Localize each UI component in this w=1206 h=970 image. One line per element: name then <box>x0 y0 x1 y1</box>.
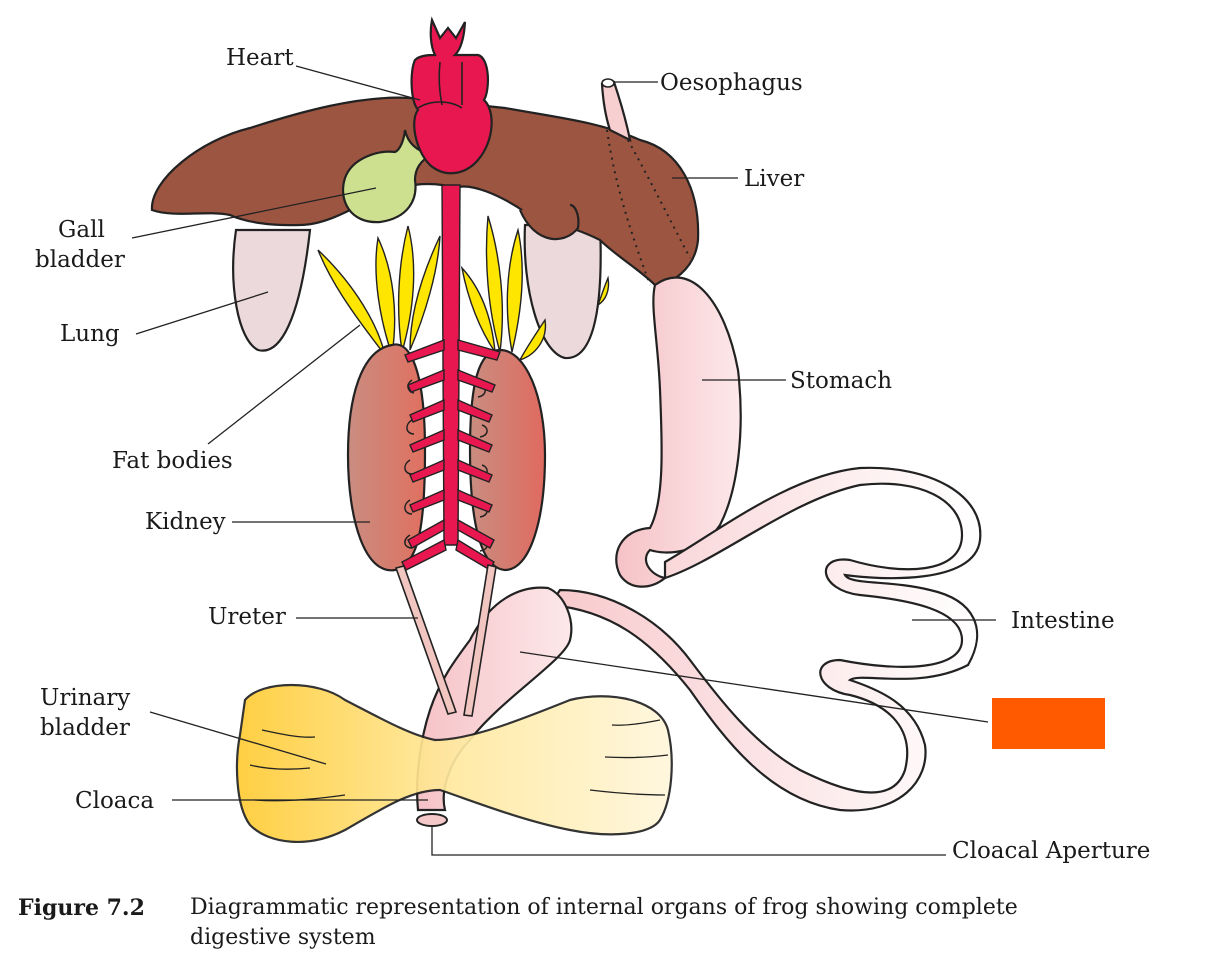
label-urinary-bladder-line1: Urinary <box>40 685 130 711</box>
label-cloacal-aperture: Cloacal Aperture <box>952 838 1150 864</box>
frog-organs-diagram: Heart Oesophagus Liver Gall bladder Lung… <box>35 16 1150 864</box>
fat-bodies-right <box>460 215 610 362</box>
liver-lobe-right <box>518 203 580 241</box>
bladder-fold <box>261 729 316 738</box>
label-liver: Liver <box>744 166 804 192</box>
liver <box>150 96 700 287</box>
bladder-fold <box>249 764 311 770</box>
bladder-fold <box>611 719 661 726</box>
bladder-fold <box>589 789 666 796</box>
heart <box>410 16 493 175</box>
oesophagus-hidden-line-2 <box>627 139 691 259</box>
fat-bodies-left <box>317 225 441 356</box>
label-lung: Lung <box>60 321 120 347</box>
left-ureter <box>394 565 458 715</box>
leader-lines <box>131 65 996 856</box>
label-intestine: Intestine <box>1011 608 1115 634</box>
oesophagus <box>600 80 632 142</box>
label-heart: Heart <box>226 45 294 71</box>
figure-caption-text: Diagrammatic representation of internal … <box>190 895 1018 950</box>
oesophagus-hidden-line <box>606 129 651 286</box>
label-kidney: Kidney <box>145 509 226 535</box>
cloacal-aperture-opening <box>416 813 448 827</box>
label-stomach: Stomach <box>790 368 892 394</box>
label-cloaca: Cloaca <box>75 788 154 814</box>
bladder-fold <box>604 754 669 759</box>
oesophagus-opening <box>601 78 615 88</box>
right-kidney <box>468 348 547 572</box>
label-oesophagus: Oesophagus <box>660 70 803 96</box>
stomach <box>615 276 742 588</box>
label-ureter: Ureter <box>208 604 286 630</box>
redacted-label-box <box>992 698 1105 749</box>
label-fat-bodies: Fat bodies <box>112 448 233 474</box>
urinary-bladder <box>235 684 673 844</box>
figure-number: Figure 7.2 <box>18 895 145 921</box>
right-ureter <box>463 564 497 717</box>
left-kidney <box>346 343 427 572</box>
label-gall-bladder-line1: Gall <box>58 217 105 243</box>
heart-detail <box>417 61 463 109</box>
intestine <box>548 466 982 812</box>
left-lung <box>232 228 312 352</box>
label-gall-bladder-line2: bladder <box>35 247 125 273</box>
label-urinary-bladder-line2: bladder <box>40 715 130 741</box>
